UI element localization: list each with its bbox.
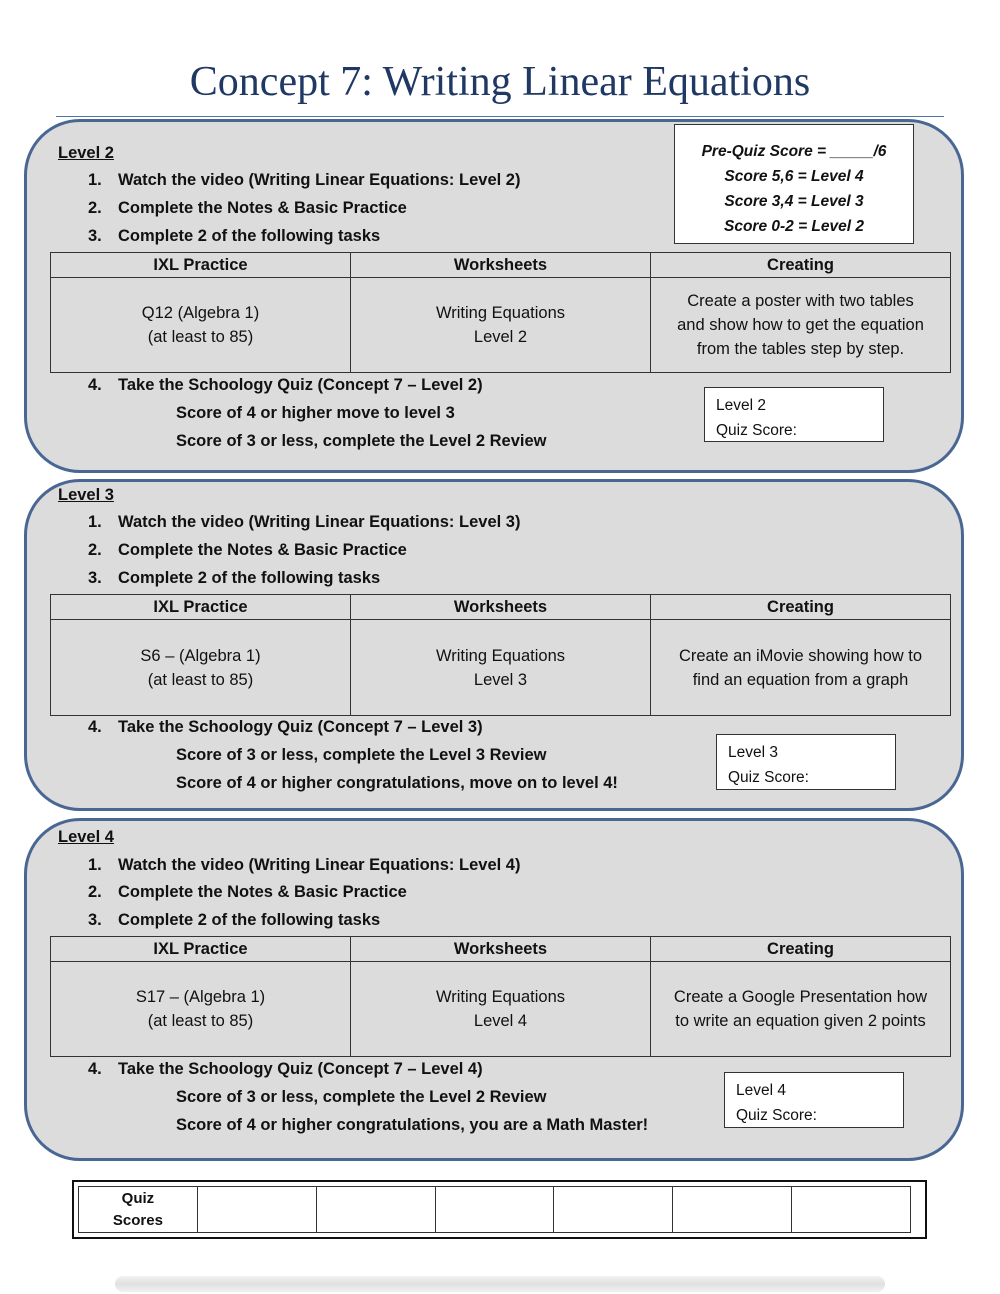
header-creating: Creating	[650, 936, 951, 962]
level-2-ixl-cell: Q12 (Algebra 1)(at least to 85)	[50, 277, 351, 373]
level-4-quiz-box-score: Quiz Score:	[736, 1107, 817, 1124]
quiz-score-cell[interactable]	[198, 1187, 317, 1232]
header-worksheets: Worksheets	[350, 252, 651, 278]
level-4-quiz-box-label: Level 4	[736, 1082, 786, 1099]
level-4-quiz-score-box[interactable]: Level 4 Quiz Score:	[724, 1072, 904, 1128]
level-3-ixl-cell: S6 – (Algebra 1)(at least to 85)	[50, 619, 351, 716]
level-2-task-table: IXL Practice Worksheets Creating Q12 (Al…	[50, 252, 951, 373]
level-3-outcome-2: Score of 4 or higher congratulations, mo…	[176, 774, 618, 792]
header-creating: Creating	[650, 594, 951, 620]
pre-quiz-rule-level-4: Score 5,6 = Level 4	[724, 168, 864, 185]
level-3-task-table: IXL Practice Worksheets Creating S6 – (A…	[50, 594, 951, 716]
level-3-quiz-box-score: Quiz Score:	[728, 769, 809, 786]
level-3-outcome-1: Score of 3 or less, complete the Level 3…	[176, 746, 547, 764]
level-2-outcome-1: Score of 4 or higher move to level 3	[176, 404, 455, 422]
level-4-heading: Level 4	[58, 828, 114, 846]
level-4-outcome-2: Score of 4 or higher congratulations, yo…	[176, 1116, 649, 1134]
level-2-heading: Level 2	[58, 144, 114, 162]
page-title: Concept 7: Writing Linear Equations	[189, 59, 811, 105]
header-creating: Creating	[650, 252, 951, 278]
pre-quiz-rule-level-3: Score 3,4 = Level 3	[724, 193, 864, 210]
quiz-score-cell[interactable]	[317, 1187, 436, 1232]
level-2-quiz-score-box[interactable]: Level 2 Quiz Score:	[704, 387, 884, 442]
pre-quiz-box: Pre-Quiz Score = _____/6 Score 5,6 = Lev…	[674, 124, 914, 244]
quiz-score-cell[interactable]	[436, 1187, 555, 1232]
quiz-score-cell[interactable]	[554, 1187, 674, 1232]
level-3-quiz-box-label: Level 3	[728, 744, 778, 761]
level-3-heading: Level 3	[58, 486, 114, 504]
level-2-outcome-2: Score of 3 or less, complete the Level 2…	[176, 432, 547, 450]
header-worksheets: Worksheets	[350, 594, 651, 620]
header-worksheets: Worksheets	[350, 936, 651, 962]
header-ixl: IXL Practice	[50, 252, 351, 278]
page-bottom-shadow	[115, 1276, 885, 1292]
quiz-score-cell[interactable]	[792, 1187, 910, 1232]
pre-quiz-score: Pre-Quiz Score = _____/6	[701, 143, 887, 160]
header-ixl: IXL Practice	[50, 594, 351, 620]
level-4-ixl-cell: S17 – (Algebra 1)(at least to 85)	[50, 961, 351, 1057]
level-4-task-table: IXL Practice Worksheets Creating S17 – (…	[50, 936, 951, 1057]
pre-quiz-rule-level-2: Score 0-2 = Level 2	[723, 218, 864, 235]
level-3-quiz-score-box[interactable]: Level 3 Quiz Score:	[716, 734, 896, 790]
level-2-quiz-box-label: Level 2	[716, 397, 766, 414]
level-4-outcome-1: Score of 3 or less, complete the Level 2…	[176, 1088, 547, 1106]
level-2-quiz-box-score: Quiz Score:	[716, 422, 797, 439]
title-divider	[56, 116, 944, 117]
header-ixl: IXL Practice	[50, 936, 351, 962]
quiz-score-cell[interactable]	[673, 1187, 793, 1232]
